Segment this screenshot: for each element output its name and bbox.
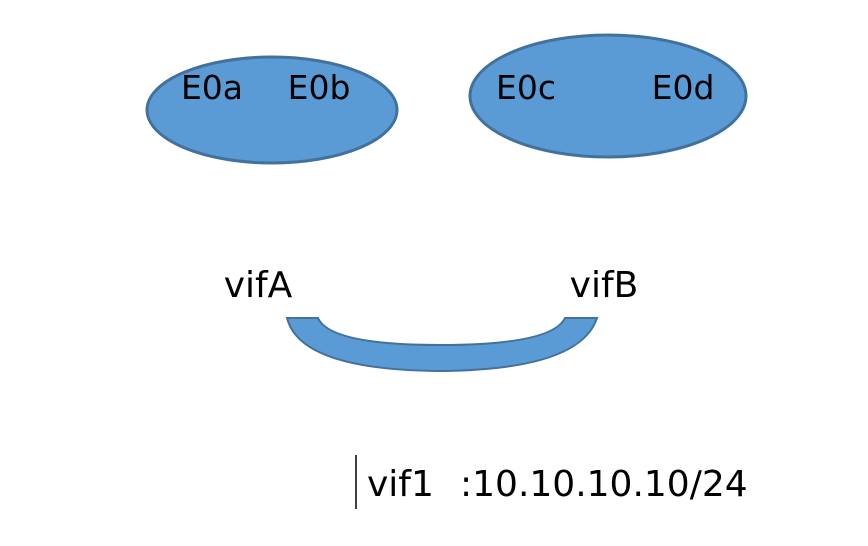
vifa-label: vifA [224,265,293,306]
ifgrp-left-ellipse [145,55,399,165]
vifb-label: vifB [570,265,639,306]
vif1-address: :10.10.10.10/24 [460,464,748,505]
port-e0b-label: E0b [288,68,351,107]
ifgrp-left: E0a E0b [145,55,399,165]
ifgrp-right-ellipse [468,33,748,159]
port-e0c-label: E0c [496,68,556,107]
vif1-label: vif1 [367,464,434,505]
port-e0d-label: E0d [652,68,715,107]
port-e0a-label: E0a [181,68,243,107]
ifgrp-right: E0c E0d [468,33,748,159]
vif-link-arc [285,317,599,373]
